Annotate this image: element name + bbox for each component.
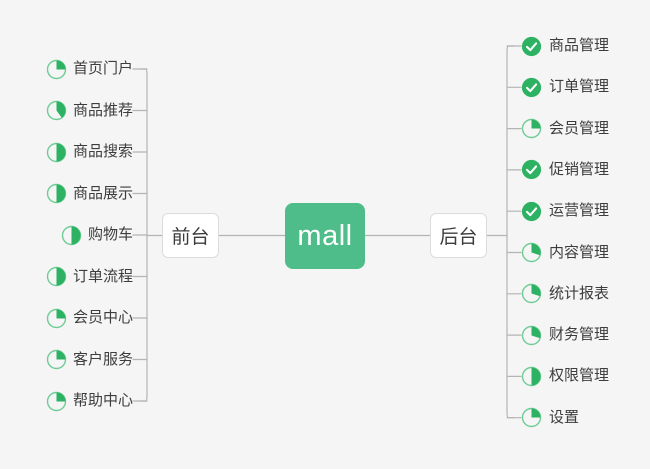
leaf-node-backend-7[interactable]: 财务管理 xyxy=(521,322,650,348)
edge-spine-backend xyxy=(506,45,515,419)
leaf-node-frontend-1[interactable]: 商品推荐 xyxy=(0,98,133,124)
leaf-node-frontend-2[interactable]: 商品搜索 xyxy=(0,139,133,165)
leaf-node-frontend-3[interactable]: 商品展示 xyxy=(0,181,133,207)
leaf-node-label: 权限管理 xyxy=(549,367,610,385)
leaf-node-label: 首页门户 xyxy=(72,60,133,77)
pie-progress-icon xyxy=(61,225,82,245)
leaf-node-label: 促销管理 xyxy=(549,160,610,178)
branch-node-backend-label: 后台 xyxy=(439,227,478,248)
leaf-node-backend-5[interactable]: 内容管理 xyxy=(521,240,650,266)
leaf-node-backend-9[interactable]: 设置 xyxy=(521,405,650,431)
check-circle-icon xyxy=(521,36,542,56)
leaf-node-label: 内容管理 xyxy=(549,243,610,261)
pie-progress-icon xyxy=(46,59,67,79)
pie-progress-icon xyxy=(521,325,542,345)
leaf-node-label: 运营管理 xyxy=(549,202,610,220)
root-node-label: mall xyxy=(297,219,353,252)
leaf-node-label: 商品搜索 xyxy=(72,143,133,160)
leaf-node-backend-2[interactable]: 会员管理 xyxy=(521,116,650,142)
pie-progress-icon xyxy=(521,407,542,428)
pie-progress-icon xyxy=(521,366,542,387)
leaf-node-label: 客户服务 xyxy=(72,350,133,368)
leaf-node-label: 订单流程 xyxy=(72,267,133,285)
leaf-node-frontend-8[interactable]: 帮助中心 xyxy=(0,388,133,414)
leaf-node-frontend-0[interactable]: 首页门户 xyxy=(0,56,133,82)
leaf-node-label: 统计报表 xyxy=(549,284,610,302)
pie-progress-icon xyxy=(521,284,542,304)
pie-progress-icon xyxy=(46,391,67,411)
pie-progress-icon xyxy=(521,118,542,139)
check-circle-icon xyxy=(521,201,542,221)
pie-progress-icon xyxy=(46,183,67,204)
branch-node-frontend-label: 前台 xyxy=(171,227,210,248)
pie-progress-icon xyxy=(521,242,542,263)
leaf-node-backend-1[interactable]: 订单管理 xyxy=(521,74,650,100)
leaf-node-backend-3[interactable]: 促销管理 xyxy=(521,157,650,183)
leaf-node-label: 购物车 xyxy=(87,226,133,243)
leaf-node-backend-0[interactable]: 商品管理 xyxy=(521,33,650,59)
leaf-node-frontend-6[interactable]: 会员中心 xyxy=(0,305,133,331)
edge-spine-frontend xyxy=(139,68,148,402)
pie-progress-icon xyxy=(46,308,67,328)
leaf-node-label: 订单管理 xyxy=(549,78,610,96)
leaf-node-frontend-5[interactable]: 订单流程 xyxy=(0,264,133,290)
pie-progress-icon xyxy=(46,266,67,287)
leaf-node-label: 帮助中心 xyxy=(72,392,133,409)
leaf-node-label: 商品展示 xyxy=(72,184,133,202)
pie-progress-icon xyxy=(46,349,67,370)
leaf-node-backend-4[interactable]: 运营管理 xyxy=(521,198,650,224)
leaf-node-label: 商品管理 xyxy=(549,37,610,54)
leaf-node-backend-6[interactable]: 统计报表 xyxy=(521,281,650,307)
pie-progress-icon xyxy=(46,100,67,121)
leaf-node-label: 商品推荐 xyxy=(72,101,133,119)
leaf-node-backend-8[interactable]: 权限管理 xyxy=(521,363,650,389)
leaf-node-frontend-7[interactable]: 客户服务 xyxy=(0,347,133,373)
check-circle-icon xyxy=(521,77,542,97)
check-circle-icon xyxy=(521,160,542,180)
branch-node-frontend[interactable]: 前台 xyxy=(162,213,219,258)
leaf-node-label: 财务管理 xyxy=(549,326,610,344)
branch-node-backend[interactable]: 后台 xyxy=(430,213,487,258)
root-node-mall[interactable]: mall xyxy=(285,203,365,269)
leaf-node-label: 设置 xyxy=(549,408,580,426)
leaf-node-label: 会员中心 xyxy=(72,309,133,326)
leaf-node-label: 会员管理 xyxy=(549,119,610,137)
pie-progress-icon xyxy=(46,142,67,162)
leaf-node-frontend-4[interactable]: 购物车 xyxy=(0,222,133,248)
